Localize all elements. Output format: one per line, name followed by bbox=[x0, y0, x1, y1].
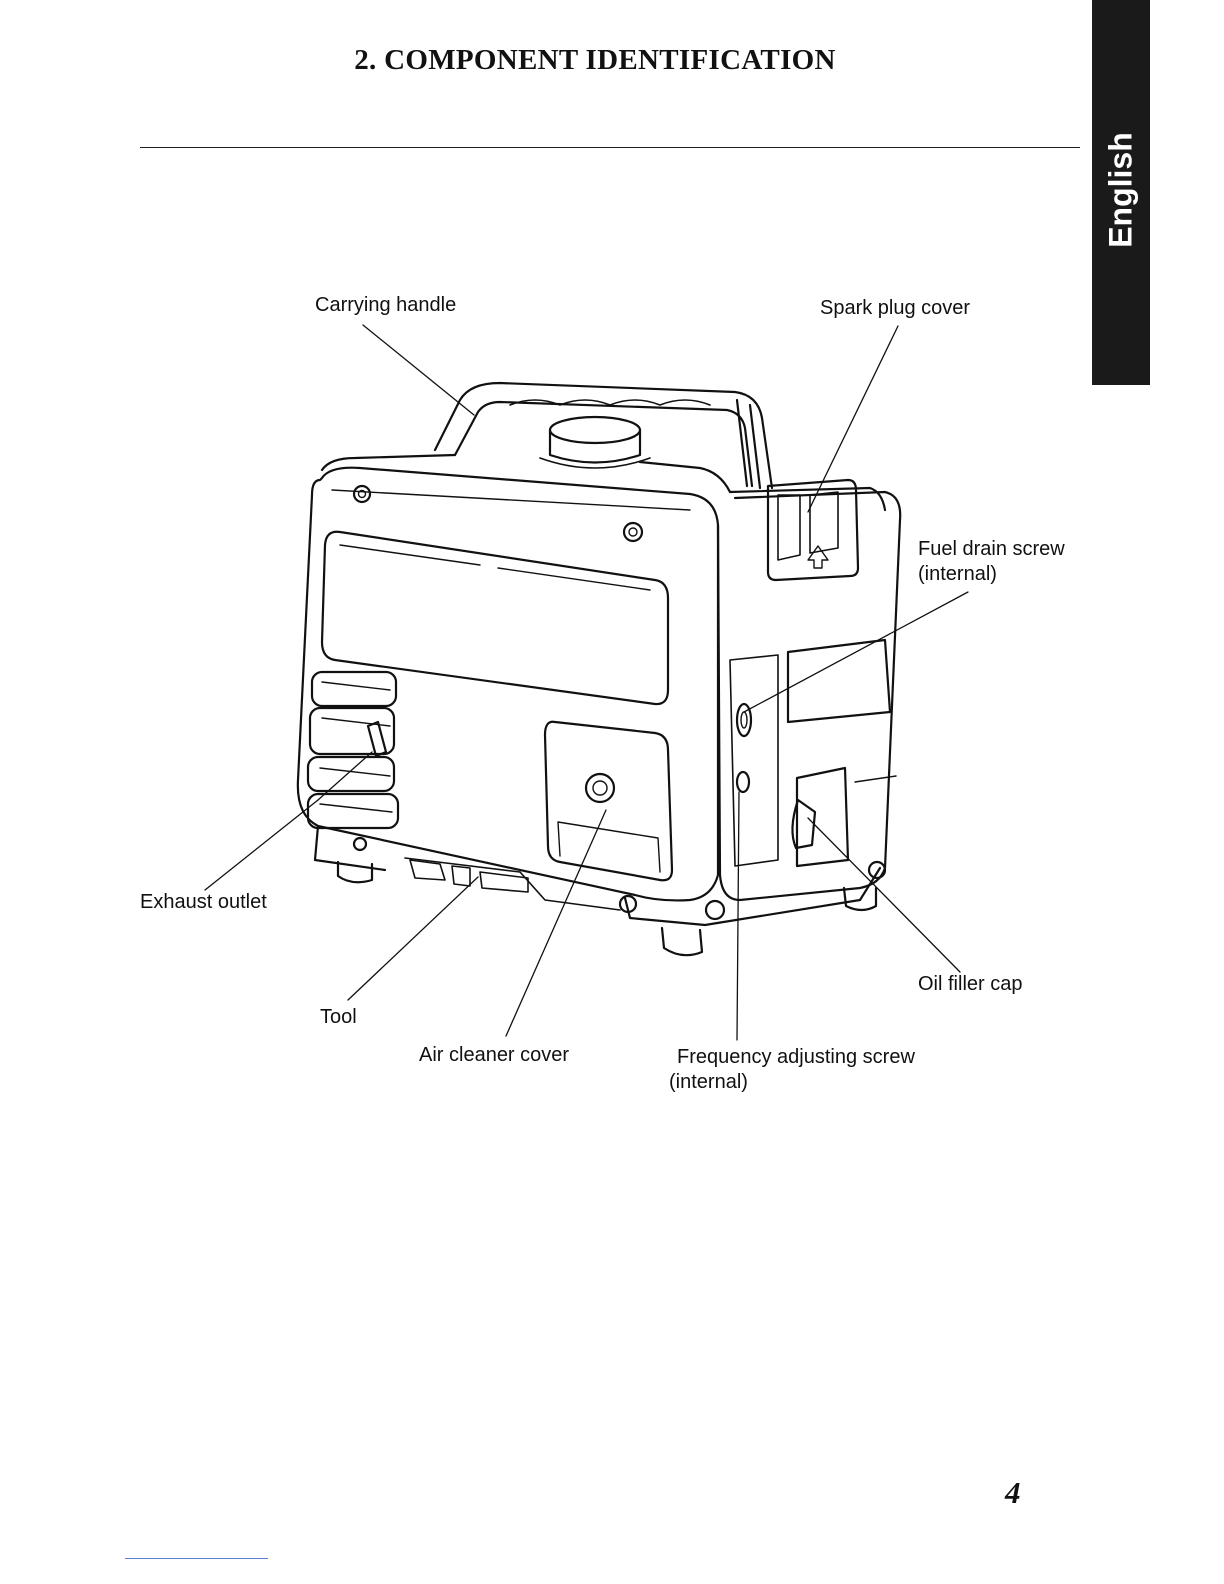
label-fuel-drain-screw: Fuel drain screw bbox=[918, 537, 1065, 561]
front-window-bevel bbox=[340, 545, 650, 590]
front-window bbox=[322, 532, 668, 704]
fuel-cap-body bbox=[550, 430, 640, 463]
screw-base-4 bbox=[869, 862, 885, 878]
screw-front-left bbox=[354, 486, 370, 502]
leader-carrying-handle bbox=[363, 325, 474, 415]
label-air-cleaner-cover: Air cleaner cover bbox=[419, 1043, 569, 1067]
frequency-screw bbox=[737, 772, 749, 792]
label-frequency-adjusting-screw-note: (internal) bbox=[669, 1070, 748, 1094]
leader-exhaust-outlet bbox=[205, 800, 318, 890]
leader-air-cleaner-cover bbox=[506, 810, 606, 1036]
base-frame bbox=[315, 826, 880, 925]
handle-outline bbox=[435, 383, 772, 488]
foot-front-right bbox=[662, 928, 702, 955]
arrow-mark bbox=[808, 546, 828, 568]
leader-lines bbox=[205, 325, 968, 1040]
side-window bbox=[788, 640, 890, 722]
leader-spark-plug-cover bbox=[808, 326, 898, 512]
leader-fuel-drain-screw bbox=[744, 592, 968, 712]
leader-exhaust-outlet-2 bbox=[318, 752, 372, 800]
side-inner-rib bbox=[730, 655, 778, 866]
page-number: 4 bbox=[1005, 1475, 1021, 1511]
label-oil-filler-cap: Oil filler cap bbox=[918, 972, 1022, 996]
handle-ribs bbox=[737, 400, 760, 488]
air-cleaner-cover bbox=[545, 722, 672, 881]
footer-rule bbox=[125, 1558, 268, 1559]
label-fuel-drain-screw-note: (internal) bbox=[918, 562, 997, 586]
fuel-cap-top bbox=[550, 417, 640, 443]
screw-base-1 bbox=[354, 838, 366, 850]
exhaust-knob bbox=[368, 722, 386, 756]
leader-tool bbox=[348, 877, 478, 1000]
label-carrying-handle: Carrying handle bbox=[315, 293, 456, 317]
label-spark-plug-cover: Spark plug cover bbox=[820, 296, 970, 320]
leader-oil-filler-cap bbox=[808, 818, 960, 972]
leader-frequency-screw bbox=[737, 792, 739, 1040]
side-panel bbox=[718, 492, 900, 900]
label-tool: Tool bbox=[320, 1005, 357, 1029]
front-panel-inner bbox=[332, 490, 690, 510]
oil-filler-cap bbox=[792, 800, 815, 848]
tool-slot bbox=[410, 860, 528, 892]
screw-front-right bbox=[624, 523, 642, 541]
screw-base-3 bbox=[706, 901, 724, 919]
label-exhaust-outlet: Exhaust outlet bbox=[140, 890, 267, 914]
handle-inner bbox=[455, 402, 752, 486]
air-cleaner-knob bbox=[586, 774, 614, 802]
label-frequency-adjusting-screw: Frequency adjusting screw bbox=[677, 1045, 915, 1069]
